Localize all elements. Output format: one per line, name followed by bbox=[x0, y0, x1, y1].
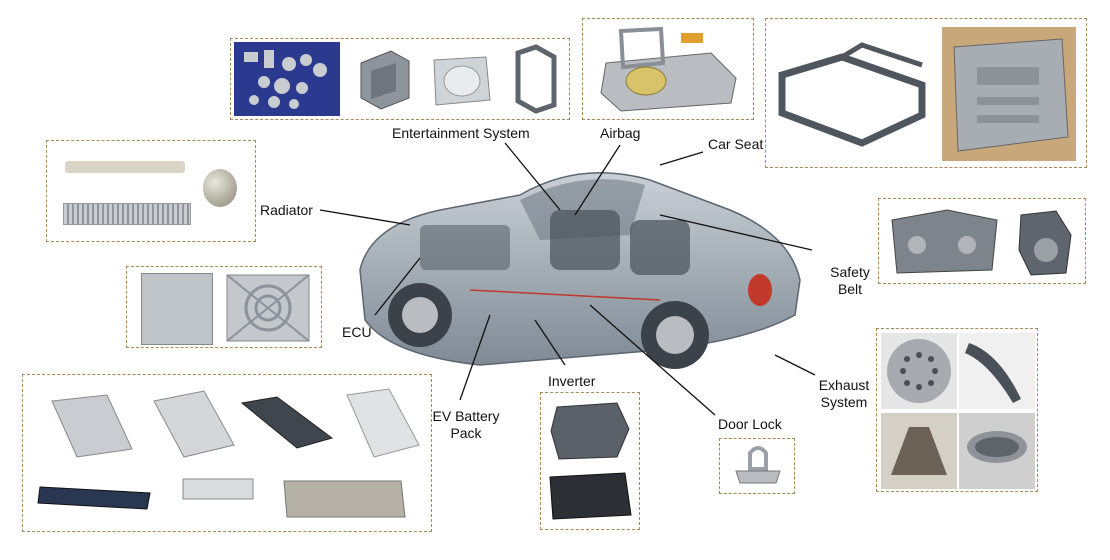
airbag-module-icon bbox=[600, 26, 737, 112]
exhaust-bowl bbox=[959, 413, 1035, 489]
label-exhaust-system: Exhaust System bbox=[812, 377, 876, 411]
label-ecu: ECU bbox=[342, 324, 372, 340]
belt-retractor-icon bbox=[1018, 210, 1072, 276]
ecu-housing-left bbox=[141, 273, 213, 345]
inverter-cover-icon bbox=[550, 402, 630, 460]
safety-belt-parts-box bbox=[878, 198, 1086, 284]
battery-plate-4 bbox=[346, 388, 420, 458]
car-seat-parts-box bbox=[765, 18, 1087, 168]
ev-battery-parts-box bbox=[22, 374, 432, 532]
label-safety-belt-line1: Safety bbox=[830, 264, 870, 280]
airbag-parts-box bbox=[582, 18, 754, 120]
entertainment-parts-box bbox=[230, 38, 570, 120]
battery-plate-1 bbox=[51, 394, 133, 458]
round-cover-part-icon bbox=[433, 56, 491, 106]
label-exhaust-line2: System bbox=[820, 394, 868, 410]
label-safety-belt: Safety Belt bbox=[826, 264, 874, 298]
label-airbag: Airbag bbox=[600, 125, 641, 141]
inverter-parts-box bbox=[540, 392, 640, 530]
label-ev-battery-line1: EV Battery bbox=[432, 408, 500, 424]
label-entertainment-system: Entertainment System bbox=[392, 125, 530, 141]
battery-plate-2 bbox=[153, 390, 235, 458]
battery-tray-3 bbox=[240, 396, 334, 449]
radiator-bar-top bbox=[65, 161, 185, 173]
exhaust-parts-box bbox=[876, 328, 1038, 492]
battery-bracket-6 bbox=[182, 478, 254, 500]
battery-cover-7 bbox=[283, 480, 406, 518]
small-parts-photo bbox=[234, 42, 340, 116]
door-lock-parts-box bbox=[719, 438, 795, 494]
radiator-cap bbox=[203, 169, 237, 207]
label-door-lock: Door Lock bbox=[718, 416, 782, 432]
car-illustration bbox=[359, 172, 801, 369]
seat-pan-photo bbox=[942, 27, 1076, 161]
seat-frame-icon bbox=[778, 42, 926, 147]
inverter-plate-icon bbox=[549, 472, 632, 520]
door-striker-icon bbox=[735, 446, 781, 484]
belt-bracket-icon bbox=[891, 209, 998, 274]
label-ev-battery-pack: EV Battery Pack bbox=[425, 408, 507, 442]
label-ev-battery-line2: Pack bbox=[450, 425, 482, 441]
frame-bracket-part-icon bbox=[515, 44, 557, 114]
label-radiator: Radiator bbox=[260, 202, 313, 218]
ecu-housing-right bbox=[226, 274, 310, 342]
ecu-parts-box bbox=[126, 266, 322, 348]
exhaust-perforated-plate bbox=[881, 333, 957, 409]
bracket-part-icon bbox=[360, 50, 410, 110]
label-inverter: Inverter bbox=[548, 373, 596, 389]
radiator-parts-box bbox=[46, 140, 256, 242]
radiator-grille bbox=[63, 203, 191, 225]
battery-bar-5 bbox=[37, 486, 151, 510]
label-safety-belt-line2: Belt bbox=[837, 281, 863, 297]
exhaust-heat-shield bbox=[959, 333, 1035, 409]
label-exhaust-line1: Exhaust bbox=[818, 377, 870, 393]
exhaust-cone bbox=[881, 413, 957, 489]
label-car-seat: Car Seat bbox=[708, 136, 764, 152]
